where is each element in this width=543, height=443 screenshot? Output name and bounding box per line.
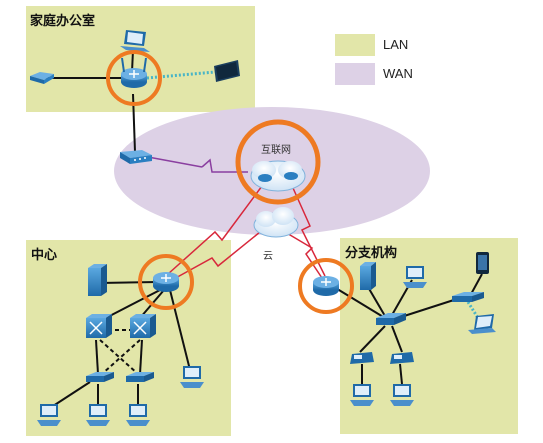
cloud-label: 云: [263, 251, 273, 262]
hub-lan-zone: [26, 240, 231, 436]
ip-phone-icon: [350, 352, 374, 364]
tablet-icon: [214, 60, 240, 82]
link: [333, 286, 386, 319]
home-router-highlight-ring: [106, 50, 162, 106]
wireless-link: [146, 70, 216, 80]
internet-cloud-icon: [250, 160, 306, 192]
home-office-lan-zone: [26, 6, 255, 112]
link: [391, 325, 403, 353]
pc-icon: [86, 404, 110, 426]
home-office-label: 家庭办公室: [30, 14, 96, 29]
link: [399, 363, 403, 385]
wan-serial-link: [292, 187, 326, 277]
switch-icon: [126, 372, 154, 382]
link: [98, 281, 159, 284]
pc-icon: [126, 404, 150, 426]
hub-router-icon: [153, 272, 179, 292]
dsl-modem-icon: [120, 150, 152, 164]
server-icon: [360, 262, 376, 290]
multilayer-switch-icon: [130, 314, 156, 338]
wan-serial-link: [171, 231, 261, 281]
legend-wan-label: WAN: [383, 66, 413, 81]
pc-icon: [390, 384, 414, 406]
internet-highlight-ring: [235, 119, 321, 205]
link: [367, 286, 386, 317]
branch-label: 分支机构: [345, 246, 398, 261]
access-point-icon: [452, 292, 484, 302]
hub-router-highlight-ring: [138, 254, 194, 310]
ip-phone-icon: [390, 352, 414, 364]
laptop-icon: [120, 30, 150, 52]
wireless-router-icon: [121, 57, 147, 88]
branch-router-icon: [313, 276, 339, 296]
link: [95, 339, 99, 375]
pc-icon: [403, 266, 427, 288]
pc-icon: [37, 404, 61, 426]
wan-serial-link: [167, 185, 263, 275]
modem-icon: [30, 72, 54, 84]
wireless-link: [466, 301, 480, 319]
legend-lan-swatch: [335, 34, 375, 56]
legend-lan-label: LAN: [383, 37, 409, 52]
link: [101, 339, 141, 375]
internet-label: 互联网: [261, 145, 291, 156]
switch-icon: [376, 313, 406, 325]
laptop-icon: [468, 314, 496, 334]
wan-link: [147, 156, 203, 168]
link: [49, 381, 91, 409]
server-icon: [88, 264, 107, 296]
smartphone-icon: [476, 252, 489, 274]
link: [99, 339, 139, 375]
wan-serial-link: [284, 231, 323, 279]
multilayer-switch-icon: [86, 314, 112, 338]
switch-icon: [86, 372, 114, 382]
branch-router-highlight-ring: [298, 258, 354, 314]
wan-link: [201, 158, 248, 173]
hub-label: 中心: [31, 248, 58, 263]
pc-icon: [180, 366, 204, 388]
link: [397, 297, 461, 319]
link: [139, 339, 143, 375]
link: [169, 289, 191, 371]
cloud-icon: [253, 207, 299, 238]
link: [359, 325, 386, 353]
pc-icon: [350, 384, 374, 406]
legend-wan-swatch: [335, 63, 375, 85]
